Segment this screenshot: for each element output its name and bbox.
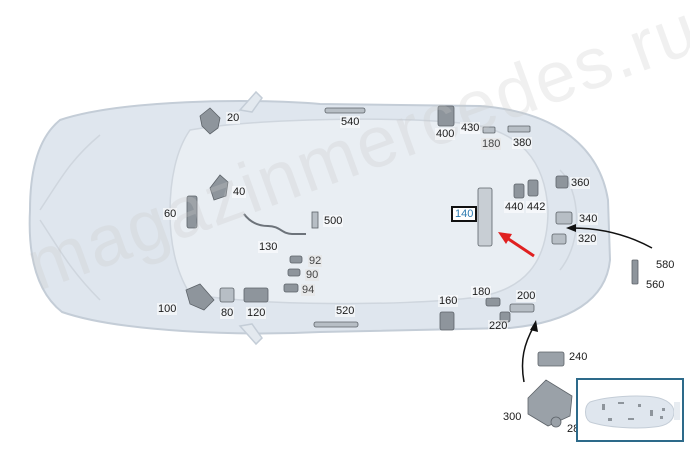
thumbnail-car-icon xyxy=(585,395,680,429)
label-160[interactable]: 160 xyxy=(438,295,459,307)
label-100[interactable]: 100 xyxy=(157,303,178,315)
part-340 xyxy=(555,211,573,225)
parts xyxy=(185,105,639,428)
pointer-arrow-red xyxy=(503,234,535,258)
part-380 xyxy=(507,125,531,133)
label-400[interactable]: 400 xyxy=(435,128,456,140)
part-180b xyxy=(485,297,501,307)
label-80[interactable]: 80 xyxy=(220,307,235,319)
part-580 xyxy=(631,259,639,285)
label-92[interactable]: 92 xyxy=(308,255,323,267)
part-140 xyxy=(477,187,493,247)
part-300 xyxy=(527,379,573,427)
part-92 xyxy=(289,255,303,264)
part-100 xyxy=(185,283,215,311)
label-130[interactable]: 130 xyxy=(258,241,279,253)
label-180-top[interactable]: 180 xyxy=(481,138,502,150)
label-94[interactable]: 94 xyxy=(301,284,316,296)
label-320[interactable]: 320 xyxy=(577,233,598,245)
part-520 xyxy=(313,321,359,328)
label-40[interactable]: 40 xyxy=(232,186,247,198)
label-220[interactable]: 220 xyxy=(488,320,509,332)
part-200 xyxy=(509,303,535,313)
part-94 xyxy=(283,283,299,293)
part-120 xyxy=(243,287,269,303)
pointer-arrow-red-head xyxy=(498,232,512,244)
part-20 xyxy=(199,107,221,135)
part-130 xyxy=(243,213,306,235)
label-360[interactable]: 360 xyxy=(570,177,591,189)
label-580[interactable]: 580 xyxy=(655,259,676,271)
curve-arrow-bottom-head xyxy=(530,320,538,332)
thumbnail-inset[interactable] xyxy=(576,378,684,442)
label-440[interactable]: 440 xyxy=(504,201,525,213)
label-200[interactable]: 200 xyxy=(516,290,537,302)
label-340[interactable]: 340 xyxy=(578,213,599,225)
part-160 xyxy=(439,311,455,331)
label-60[interactable]: 60 xyxy=(163,208,178,220)
label-380[interactable]: 380 xyxy=(512,137,533,149)
part-28 xyxy=(550,416,562,428)
part-430 xyxy=(482,126,496,134)
part-320 xyxy=(551,233,567,245)
part-540 xyxy=(324,107,366,114)
label-500[interactable]: 500 xyxy=(323,215,344,227)
part-80 xyxy=(219,287,235,303)
part-442 xyxy=(527,179,539,197)
part-90 xyxy=(287,268,301,277)
part-500 xyxy=(311,211,319,229)
part-360 xyxy=(555,175,569,189)
arrows xyxy=(498,224,653,383)
label-520[interactable]: 520 xyxy=(335,305,356,317)
label-20[interactable]: 20 xyxy=(226,112,241,124)
label-240[interactable]: 240 xyxy=(568,351,589,363)
part-400 xyxy=(437,105,455,127)
label-120[interactable]: 120 xyxy=(246,307,267,319)
label-430[interactable]: 430 xyxy=(460,122,481,134)
part-40 xyxy=(209,174,229,201)
part-440 xyxy=(513,183,525,199)
curve-arrow-right xyxy=(571,227,653,249)
label-90[interactable]: 90 xyxy=(305,269,320,281)
curve-arrow-right-head xyxy=(566,224,576,232)
part-240 xyxy=(537,351,565,367)
part-60 xyxy=(186,195,198,229)
label-180-bottom[interactable]: 180 xyxy=(471,286,492,298)
label-140-highlighted[interactable]: 140 xyxy=(451,206,478,222)
curve-arrow-bottom xyxy=(521,325,535,383)
label-442[interactable]: 442 xyxy=(526,201,547,213)
label-300[interactable]: 300 xyxy=(502,411,523,423)
label-540[interactable]: 540 xyxy=(340,116,361,128)
car-body xyxy=(28,90,612,346)
label-560[interactable]: 560 xyxy=(645,279,666,291)
